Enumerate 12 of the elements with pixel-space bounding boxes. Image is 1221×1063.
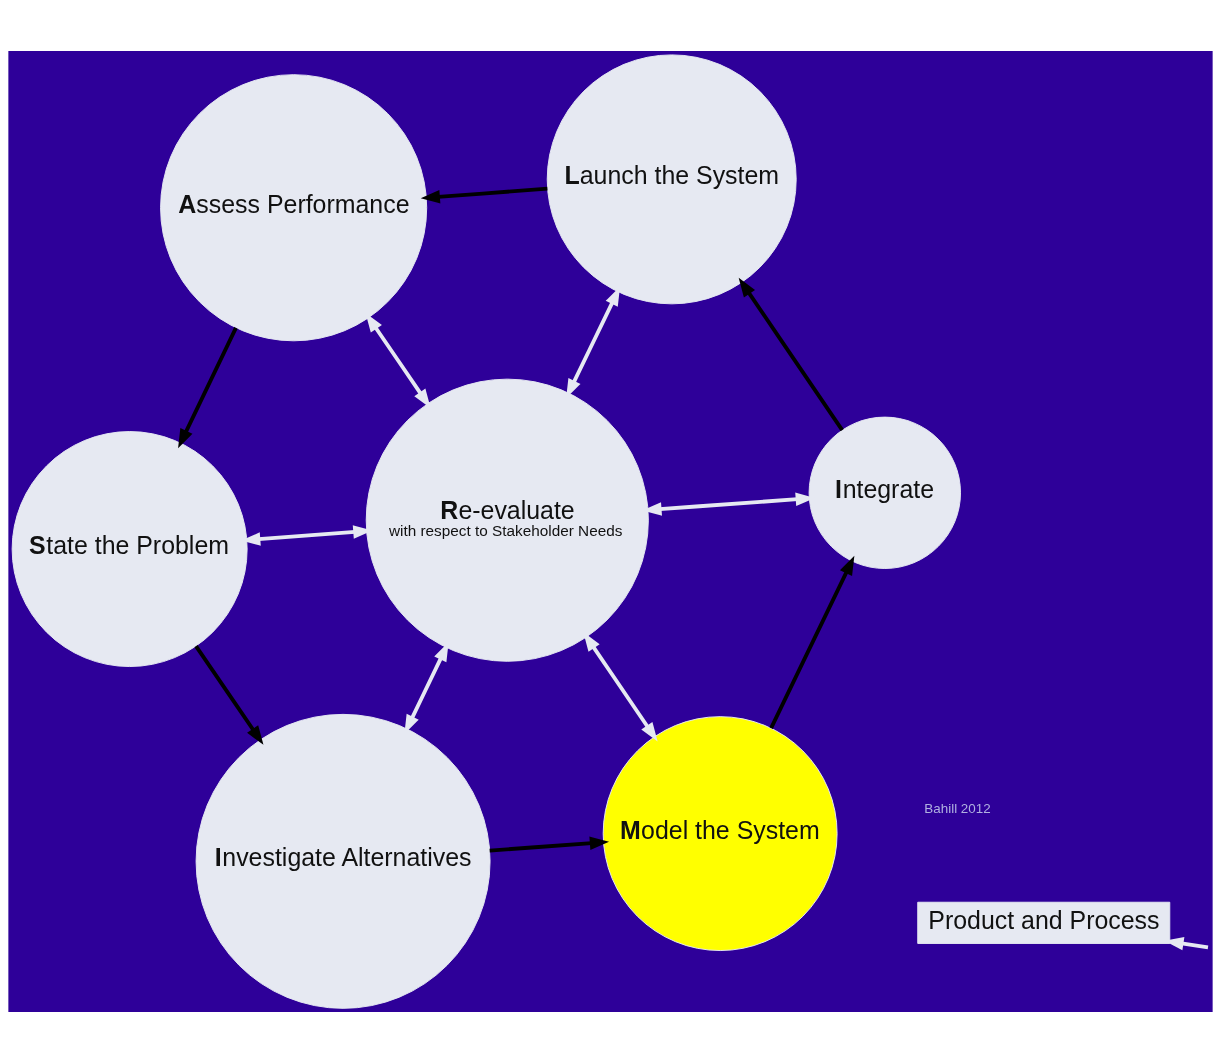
- node-circle: State the Problem: [11, 431, 248, 668]
- node-circle: Integrate: [808, 416, 961, 569]
- arrow: [178, 327, 238, 449]
- arrow: [769, 555, 855, 729]
- node-circle: Model the System: [602, 716, 838, 952]
- arrow: [489, 836, 610, 853]
- arrow: [738, 277, 844, 432]
- node-circle: Assess Performance: [160, 74, 428, 342]
- node-box: Product and Process: [917, 901, 1171, 944]
- arrow: [194, 645, 264, 745]
- arrow: [420, 186, 548, 204]
- label: Bahill 2012: [924, 801, 991, 817]
